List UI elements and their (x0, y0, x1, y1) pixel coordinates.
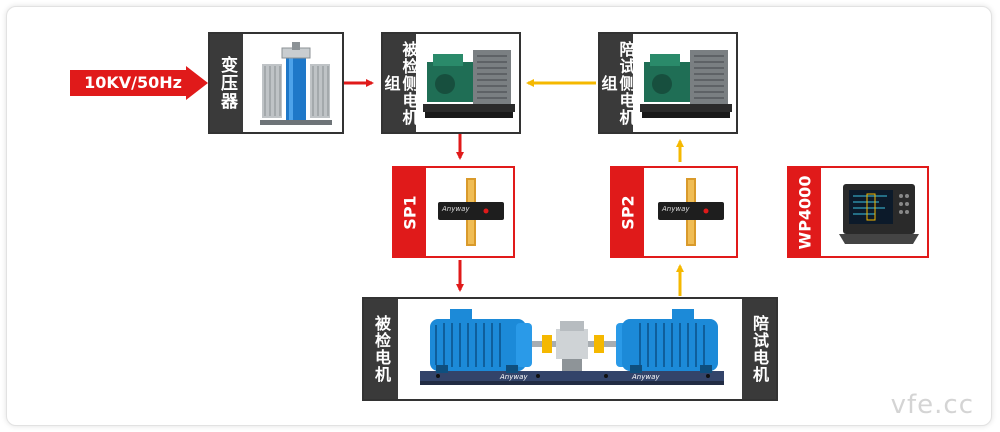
sp1-sensor-image: Anyway (434, 178, 508, 246)
motor-test-bench-image (420, 309, 724, 385)
input-arrow (70, 66, 208, 100)
companion-generator-box: 陪试侧电机组 (598, 32, 738, 134)
sp1-box: SP1 Anyway (392, 166, 515, 258)
test-generator-image (423, 50, 515, 118)
sp2-box: SP2 Anyway (610, 166, 738, 258)
transformer-box: 变压器 (208, 32, 344, 134)
motor-test-bench-box: 被检电机 陪试电机 (362, 297, 778, 401)
bench-brand-left: Anyway (500, 373, 528, 381)
sp2-side-label: SP2 (612, 168, 644, 256)
companion-generator-image (640, 50, 732, 118)
test-motor-side-label: 被检电机 (364, 299, 398, 399)
sp2-sensor-image: Anyway (654, 178, 728, 246)
transformer-image (260, 42, 332, 125)
watermark: vfe.cc (890, 390, 974, 420)
wp4000-side-label: WP4000 (789, 168, 821, 256)
sp1-brand-label: Anyway (442, 205, 470, 213)
transformer-side-label: 变压器 (210, 34, 243, 132)
companion-motor-side-label: 陪试电机 (742, 299, 776, 399)
wp4000-box: WP4000 (787, 166, 929, 258)
input-voltage-label: 10KV/50Hz (84, 73, 182, 92)
bench-brand-right: Anyway (632, 373, 660, 381)
sp1-side-label: SP1 (394, 168, 426, 256)
wp4000-analyzer-image (839, 184, 919, 244)
companion-generator-side-label: 陪试侧电机组 (599, 34, 636, 132)
sp2-brand-label: Anyway (662, 205, 690, 213)
test-generator-box: 被检侧电机组 (381, 32, 521, 134)
test-generator-side-label: 被检侧电机组 (382, 34, 419, 132)
